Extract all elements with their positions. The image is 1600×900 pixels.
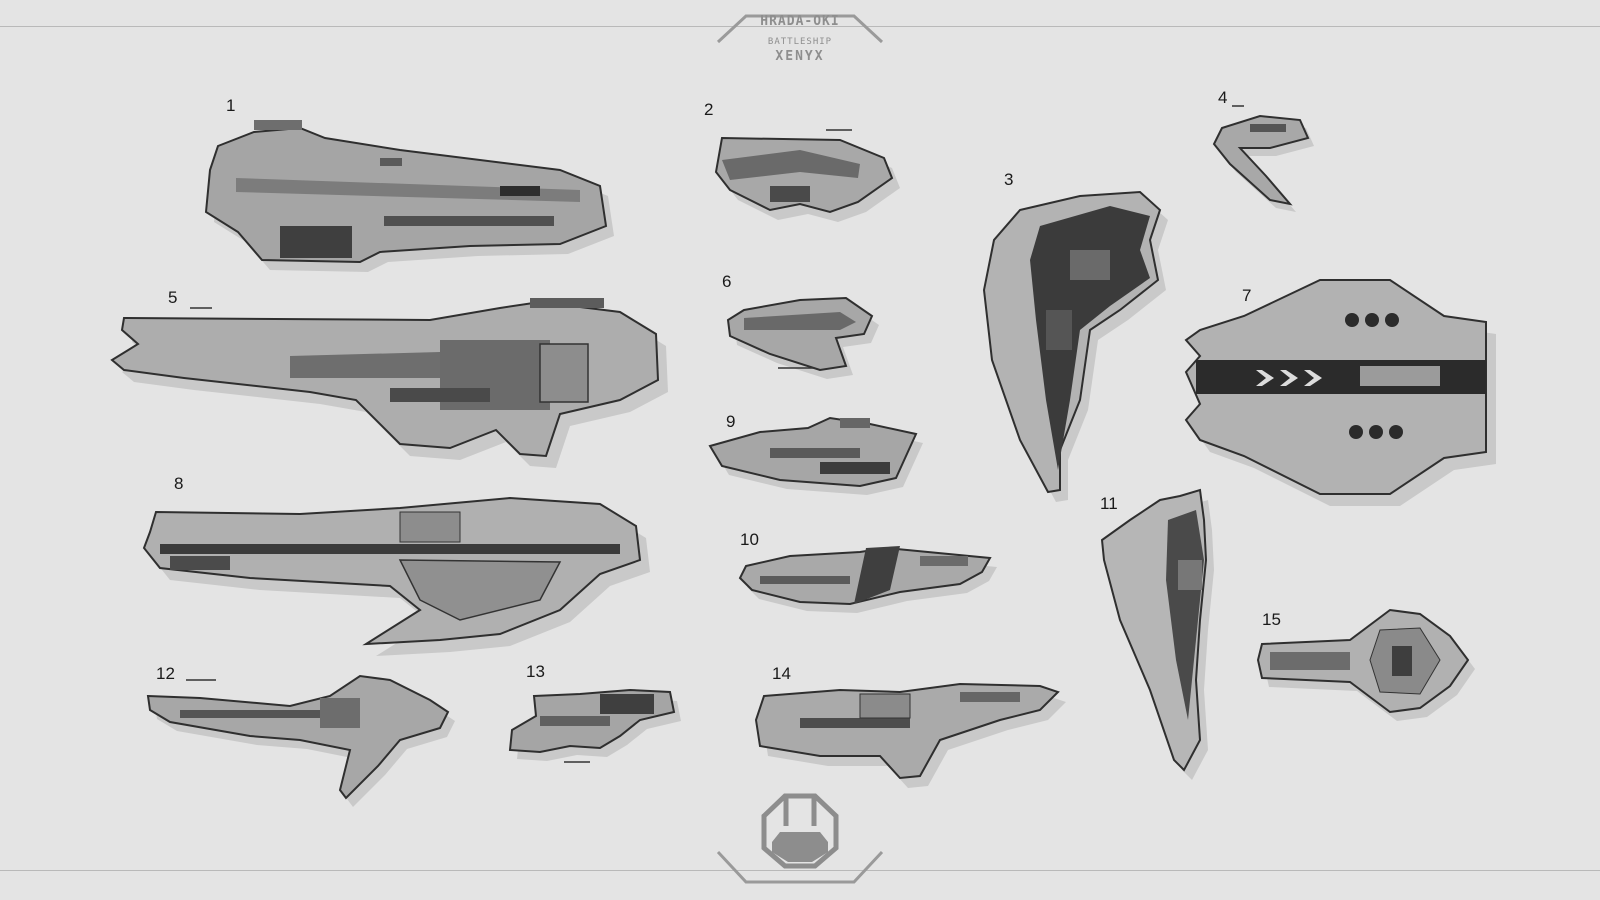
ship-1-sketch <box>204 120 614 272</box>
ship-5-sketch <box>110 298 668 468</box>
bottom-bracket <box>716 850 884 884</box>
ship-6-label: 6 <box>722 272 732 291</box>
ship-class-title: BATTLESHIP <box>767 37 833 47</box>
ship-15-sketch <box>1256 608 1475 721</box>
top-frame-line <box>0 26 1600 27</box>
ship-7-label: 7 <box>1242 286 1252 305</box>
ship-name-title: XENYX <box>775 49 825 64</box>
ship-4-sketch <box>1212 105 1314 212</box>
ship-8-label: 8 <box>174 474 184 493</box>
ship-10-label: 10 <box>740 530 759 549</box>
ship-13-label: 13 <box>526 662 545 681</box>
ship-2-label: 2 <box>704 100 714 119</box>
ship-8-sketch <box>142 496 650 656</box>
ship-3-label: 3 <box>1004 170 1014 189</box>
ship-5-label: 5 <box>168 288 178 307</box>
ship-11-label: 11 <box>1100 494 1118 513</box>
ship-9-label: 9 <box>726 412 736 431</box>
ship-14-sketch <box>754 682 1066 788</box>
ship-4-label: 4 <box>1218 88 1228 107</box>
title-block: HRADA-OKI BATTLESHIP XENYX <box>700 14 900 64</box>
ship-12-sketch <box>146 674 455 807</box>
ship-14-label: 14 <box>772 664 791 683</box>
ship-7-sketch <box>1184 279 1496 506</box>
top-bracket <box>716 14 884 44</box>
ship-6-sketch <box>726 296 879 379</box>
ship-3-sketch <box>982 190 1168 502</box>
maker-title: HRADA-OKI <box>760 14 840 29</box>
ship-12-label: 12 <box>156 664 175 683</box>
ship-10-sketch <box>738 546 997 613</box>
ship-15-label: 15 <box>1262 610 1281 629</box>
ship-13-sketch <box>508 688 681 763</box>
ship-9-sketch <box>708 416 923 495</box>
ship-1-label: 1 <box>226 96 236 115</box>
bottom-frame-line <box>0 870 1600 871</box>
ship-2-sketch <box>714 129 900 222</box>
ship-11-sketch <box>1100 488 1214 780</box>
